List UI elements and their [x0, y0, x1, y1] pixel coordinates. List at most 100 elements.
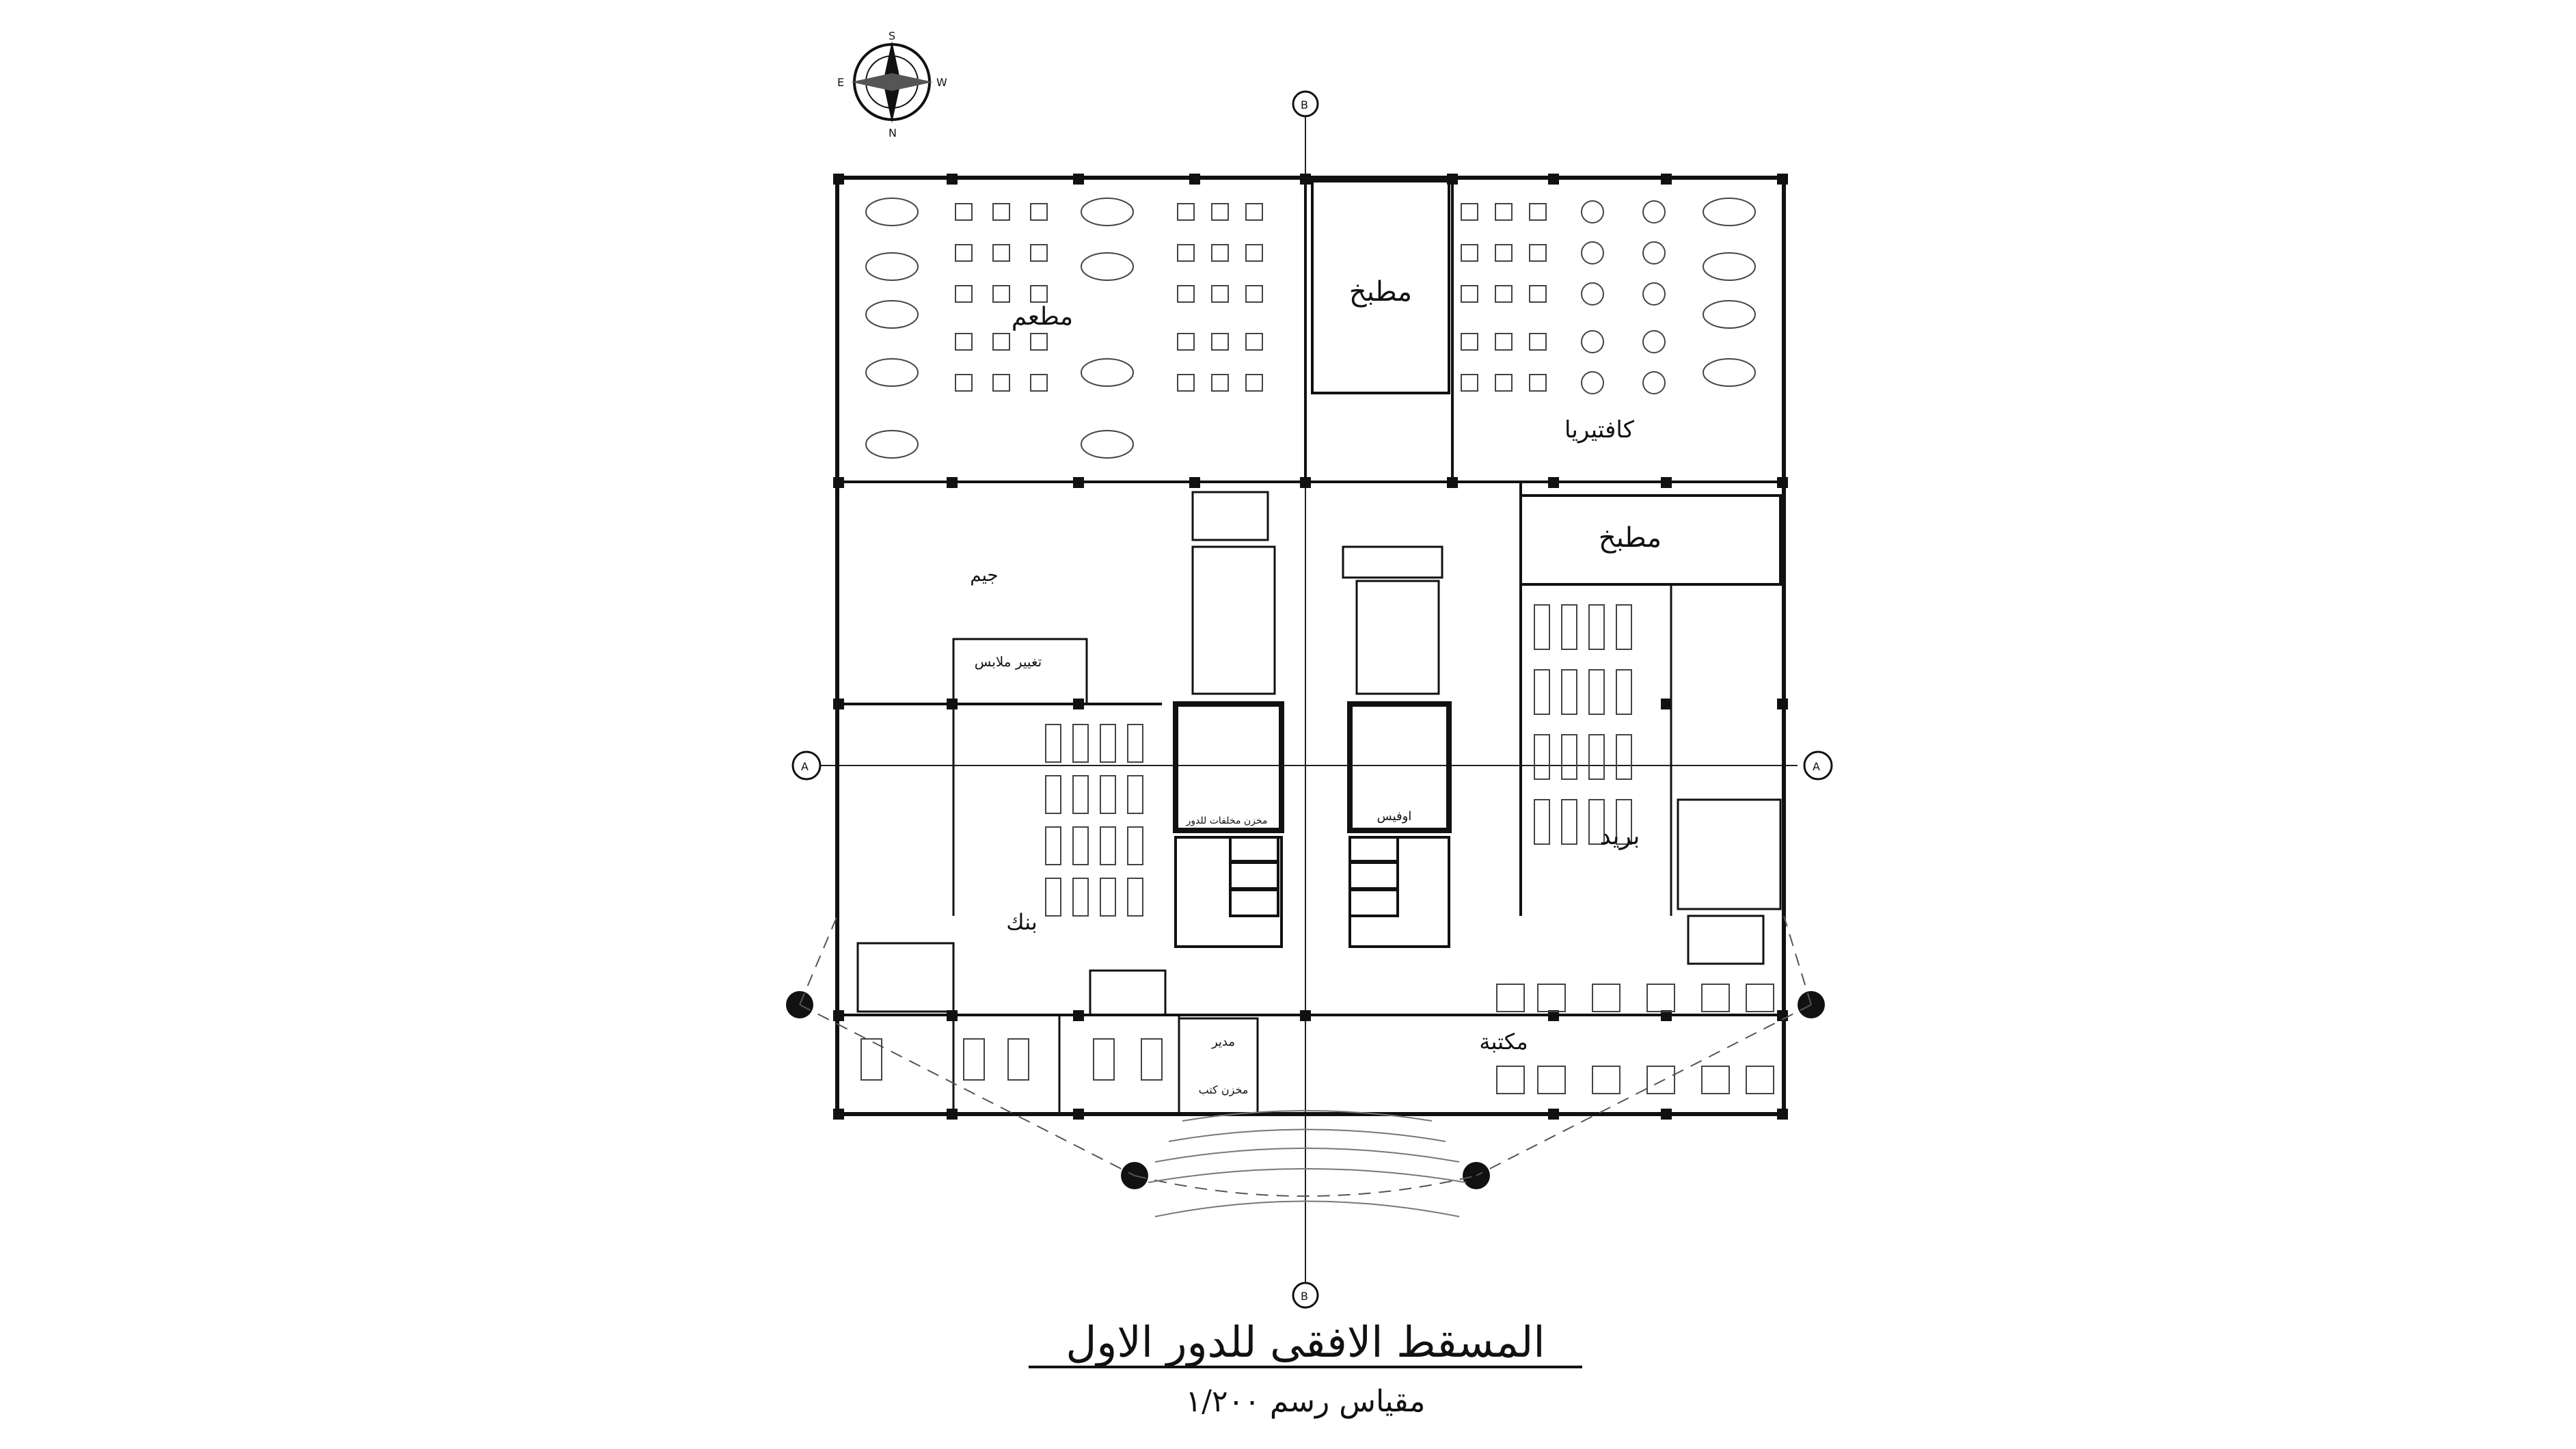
room-label-library: مكتبة	[1479, 1029, 1528, 1055]
office-desk	[1007, 1038, 1029, 1081]
cafeteria-table	[1581, 371, 1604, 394]
dining-table	[992, 333, 1010, 351]
office-desk	[860, 1038, 882, 1081]
compass-north-label: N	[889, 126, 897, 139]
dining-table	[1081, 430, 1134, 459]
library-table	[1746, 1066, 1774, 1094]
dining-table	[1177, 374, 1195, 392]
svg-text:B: B	[1301, 1290, 1308, 1303]
cafeteria-table	[1642, 241, 1666, 265]
cafeteria-table	[1581, 241, 1604, 265]
dining-table	[1529, 203, 1547, 221]
desk-row	[1072, 775, 1089, 814]
dining-furniture	[865, 198, 1756, 459]
outer-walls	[835, 176, 1786, 1116]
dining-table	[1245, 203, 1263, 221]
desk-row	[1127, 775, 1143, 814]
desk-row	[1561, 734, 1577, 780]
dining-table	[955, 203, 973, 221]
office-desk	[1093, 1038, 1115, 1081]
library-table	[1701, 1066, 1730, 1094]
dining-table	[1211, 203, 1229, 221]
desk-row	[1100, 724, 1116, 763]
cafeteria-table	[1642, 200, 1666, 224]
library-table	[1537, 1066, 1566, 1094]
dining-table	[865, 252, 919, 281]
desk-row	[1588, 799, 1605, 845]
room-label-cafeteria: كافتيريا	[1564, 416, 1635, 444]
dining-table	[1030, 285, 1048, 303]
dining-table	[1211, 244, 1229, 262]
desk-row	[1588, 734, 1605, 780]
compass-west-label: W	[936, 76, 947, 89]
dining-table	[1495, 203, 1513, 221]
cafeteria-table	[1642, 330, 1666, 353]
desk-row	[1100, 826, 1116, 865]
office-desk	[963, 1038, 985, 1081]
dining-table	[1529, 244, 1547, 262]
dining-table	[1030, 203, 1048, 221]
dining-table	[1461, 285, 1478, 303]
dining-table	[1177, 285, 1195, 303]
dining-table	[1461, 203, 1478, 221]
dining-table	[865, 430, 919, 459]
dining-table	[955, 285, 973, 303]
dining-table	[1081, 358, 1134, 387]
room-label-bank: بنك	[1006, 909, 1038, 935]
compass-south-label: S	[889, 29, 895, 42]
dining-table	[1703, 300, 1756, 329]
dining-table	[992, 285, 1010, 303]
dining-table	[955, 244, 973, 262]
desk-row	[1616, 604, 1632, 650]
svg-text:A: A	[1813, 760, 1820, 773]
desk-row	[1561, 604, 1577, 650]
room-label-post: بريد	[1600, 822, 1640, 850]
dining-table	[1495, 285, 1513, 303]
drawing-scale: مقياس رسم ١/٢٠٠	[1186, 1384, 1426, 1419]
desk-row	[1045, 724, 1061, 763]
dining-table	[1177, 244, 1195, 262]
dining-table	[1495, 333, 1513, 351]
compass-east-label: E	[837, 76, 844, 89]
entrance-canopy	[799, 915, 1812, 1217]
dining-table	[865, 300, 919, 329]
compass-rose-icon: S N E W	[837, 29, 947, 139]
dining-table	[1495, 374, 1513, 392]
dining-table	[1030, 244, 1048, 262]
cafeteria-table	[1642, 282, 1666, 306]
central-core	[1089, 491, 1765, 1016]
dining-table	[1030, 374, 1048, 392]
dining-table	[1529, 285, 1547, 303]
drawing-title: المسقط الافقى للدور الاول	[1066, 1317, 1545, 1368]
dining-table	[1529, 333, 1547, 351]
dining-table	[1703, 198, 1756, 226]
room-label-kitchen-right: مطبخ	[1599, 522, 1662, 554]
desk-row	[1561, 669, 1577, 715]
section-marker-top: B	[1292, 90, 1319, 118]
desk-row	[1534, 734, 1550, 780]
dining-table	[1211, 333, 1229, 351]
dining-table	[955, 333, 973, 351]
desk-row	[1616, 669, 1632, 715]
dining-table	[1703, 358, 1756, 387]
office-desk	[1141, 1038, 1163, 1081]
desk-row	[1072, 878, 1089, 917]
dining-table	[992, 244, 1010, 262]
cafeteria-table	[1581, 200, 1604, 224]
desk-row	[1588, 669, 1605, 715]
office-furniture	[860, 604, 1774, 1094]
dining-table	[865, 358, 919, 387]
room-label-manager: مدير	[1211, 1035, 1235, 1049]
dining-table	[1529, 374, 1547, 392]
room-label-gym: جيم	[970, 565, 998, 586]
desk-row	[1616, 734, 1632, 780]
dining-table	[1081, 198, 1134, 226]
room-label-restaurant: مطعم	[1012, 303, 1073, 331]
dining-table	[1495, 244, 1513, 262]
dining-table	[1461, 374, 1478, 392]
dining-table	[1081, 252, 1134, 281]
desk-row	[1127, 878, 1143, 917]
dining-table	[992, 374, 1010, 392]
dining-table	[1245, 374, 1263, 392]
